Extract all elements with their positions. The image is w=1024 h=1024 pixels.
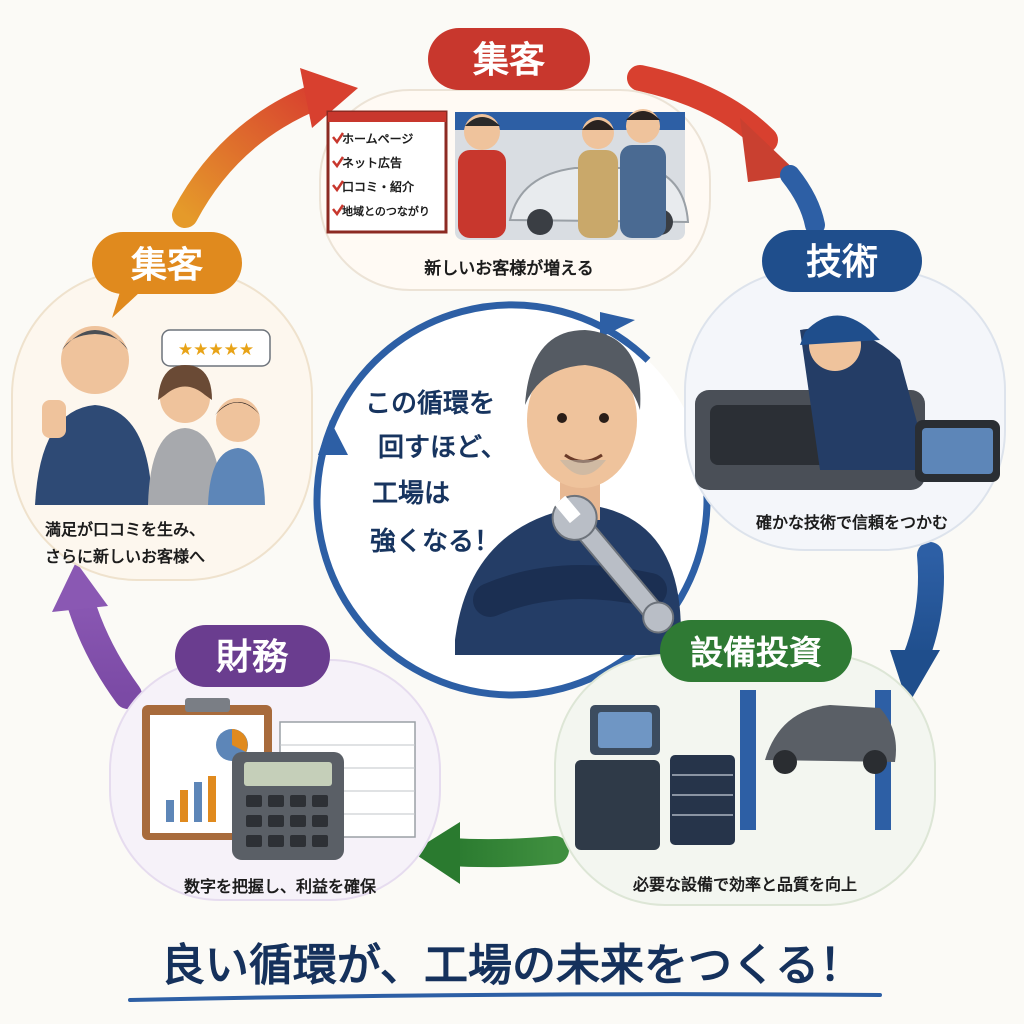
center-text-line4: 強くなる！ <box>370 527 500 557</box>
mechanic-illustration <box>455 330 681 655</box>
star-rating-icon: ★★★★★ <box>178 340 254 360</box>
stage-bottom-left-title: 財務 <box>216 637 289 678</box>
calculator-icon <box>232 752 344 860</box>
stage-bottom-right-pill <box>660 620 852 682</box>
stage-bottom-right-caption: 必要な設備で効率と品質を向上 <box>632 875 857 894</box>
check-icon <box>332 180 345 193</box>
center-text-line2: 回すほど、 <box>378 433 507 463</box>
stage-top-title: 集客 <box>472 40 545 81</box>
stage-top-caption: 新しいお客様が増える <box>424 258 594 279</box>
stage-left-caption-line2: さらに新しいお客様へ <box>45 547 205 566</box>
check-icon <box>332 132 345 145</box>
center-cycle: この循環を 回すほど、 工場は 強くなる！ <box>313 301 711 699</box>
check-icon <box>332 156 345 169</box>
stage-top-pill <box>428 28 590 90</box>
stage-bottom-left-pill <box>175 625 330 687</box>
stage-right-pill <box>762 230 922 292</box>
salesman-illustration <box>458 114 506 238</box>
check-icon <box>332 204 345 217</box>
marketing-checklist: ホームページ ネット広告 口コミ・紹介 地域とのつながり <box>326 110 448 234</box>
stage-left-title: 集客 <box>130 245 203 286</box>
stage-bottom-left: 財務 数字を把握し、利益を確保 <box>109 625 441 901</box>
stage-right-caption: 確かな技術で信頼をつかむ <box>756 513 948 532</box>
stage-left-caption-line1: 満足が口コミを生み、 <box>45 520 205 539</box>
checklist-item-homepage: ホームページ <box>342 132 413 146</box>
center-text-line3: 工場は <box>372 479 450 509</box>
checklist-item-web-ads: ネット広告 <box>342 155 402 170</box>
arrow-right <box>890 542 944 705</box>
slogan-underline <box>128 992 882 1002</box>
stage-bottom-right-title: 設備投資 <box>690 633 822 672</box>
center-text-line1: この循環を <box>365 389 495 419</box>
slogan-block: 良い循環が、工場の未来をつくる！ <box>128 940 882 1002</box>
stage-left-pill <box>92 232 242 294</box>
stage-bottom-left-caption: 数字を把握し、利益を確保 <box>184 877 377 896</box>
customers-illustration <box>578 109 666 238</box>
arrow-top-right <box>627 65 825 235</box>
wrench-icon <box>551 494 675 634</box>
arrow-top-left <box>172 68 358 228</box>
stage-right: 技術 確かな技術で信頼をつかむ <box>684 230 1006 551</box>
stage-right-title: 技術 <box>806 242 878 283</box>
slogan-text: 良い循環が、工場の未来をつくる！ <box>161 940 863 991</box>
stage-bottom-right: 設備投資 必要な設備で効率と品質を向上 <box>554 620 936 906</box>
stage-left: ★★★★★ 集客 満足が口コミを生み、 さらに新しいお客様へ <box>11 232 313 581</box>
checklist-item-community: 地域とのつながり <box>342 204 430 218</box>
family-illustration <box>35 326 265 505</box>
thumbs-up-icon <box>42 400 66 438</box>
equipment-illustration <box>575 690 896 850</box>
arrow-bottom <box>412 822 569 884</box>
stage-top: ホームページ ネット広告 口コミ・紹介 地域とのつながり 集客 新しいお客様が増… <box>319 28 711 291</box>
technician-illustration <box>695 315 1000 490</box>
finance-illustration <box>142 698 416 860</box>
checklist-item-referral: 口コミ・紹介 <box>342 179 415 194</box>
arrow-left <box>52 562 142 709</box>
